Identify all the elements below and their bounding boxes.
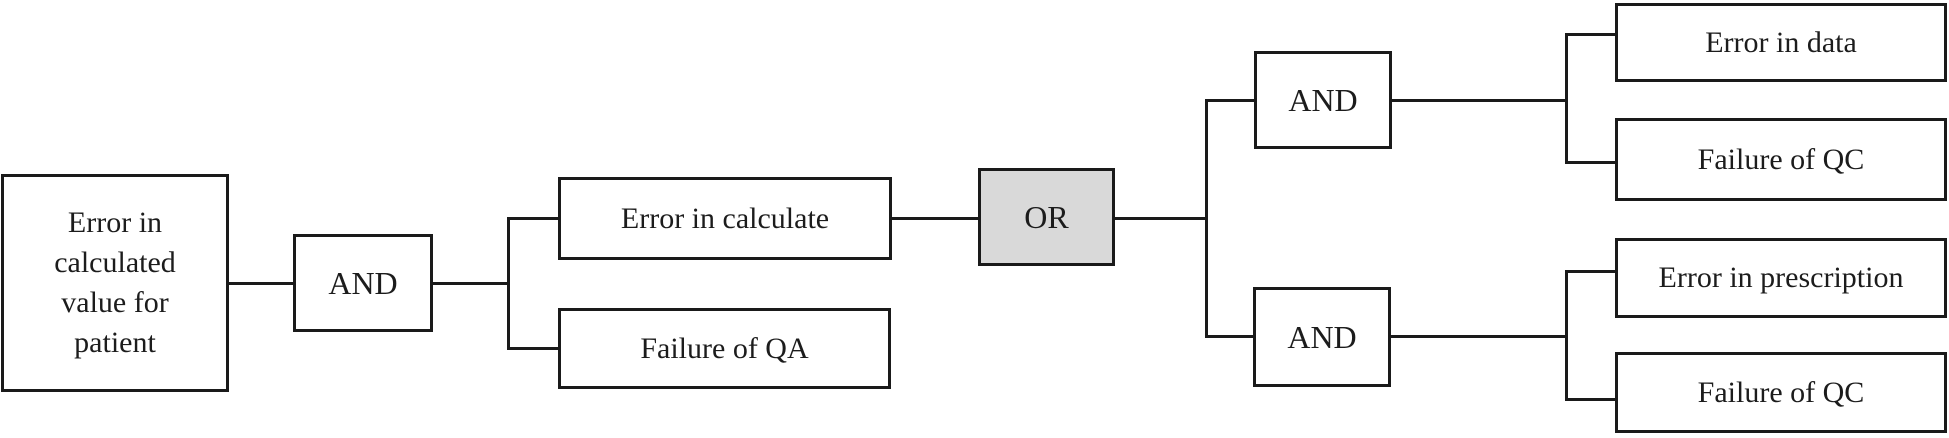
node-error-in-data: Error in data [1615,3,1947,82]
connector-bracket4-vertical [1565,270,1568,401]
connector-bracket2-to-and3 [1205,335,1254,338]
node-root-event: Error in calculated value for patient [1,174,229,392]
connector-bracket1-to-calculate [507,217,559,220]
connector-and2-to-bracket3 [1391,99,1567,102]
connector-bracket4-to-prescription [1565,270,1616,273]
node-failure-of-qc-top: Failure of QC [1615,118,1947,201]
node-failure-of-qc-top-label: Failure of QC [1697,142,1865,176]
node-and-gate-3: AND [1253,287,1391,387]
connector-bracket3-vertical [1565,33,1568,164]
node-or-gate: OR [978,168,1115,266]
connector-and1-to-bracket1 [432,282,510,285]
node-error-in-prescription-label: Error in prescription [1658,261,1904,295]
connector-bracket2-to-and2 [1205,99,1255,102]
connector-bracket3-to-qc-top [1565,161,1616,164]
connector-root-to-and1 [228,282,294,285]
node-and-gate-1: AND [293,234,433,332]
node-and-gate-1-label: AND [328,264,398,301]
node-failure-of-qc-bottom-label: Failure of QC [1697,375,1865,409]
node-or-gate-label: OR [1024,198,1069,235]
node-error-in-data-label: Error in data [1705,25,1857,59]
node-and-gate-2-label: AND [1288,81,1358,118]
node-and-gate-2: AND [1254,51,1392,149]
connector-bracket1-to-qa [507,347,559,350]
node-error-in-calculate-label: Error in calculate [620,201,830,235]
connector-or-to-bracket2 [1114,217,1207,220]
connector-and3-to-bracket4 [1390,335,1567,338]
connector-calculate-to-or [891,217,979,220]
node-and-gate-3-label: AND [1287,318,1357,355]
connector-bracket1-vertical [507,217,510,350]
node-failure-of-qa-label: Failure of QA [640,331,809,365]
connector-bracket2-vertical [1205,99,1208,338]
node-failure-of-qc-bottom: Failure of QC [1615,352,1947,433]
connector-bracket3-to-data [1565,33,1616,36]
node-error-in-calculate: Error in calculate [558,177,892,260]
connector-bracket4-to-qc-bottom [1565,398,1616,401]
node-root-label: Error in calculated value for patient [54,206,176,359]
node-failure-of-qa: Failure of QA [558,308,891,389]
node-error-in-prescription: Error in prescription [1615,238,1947,318]
